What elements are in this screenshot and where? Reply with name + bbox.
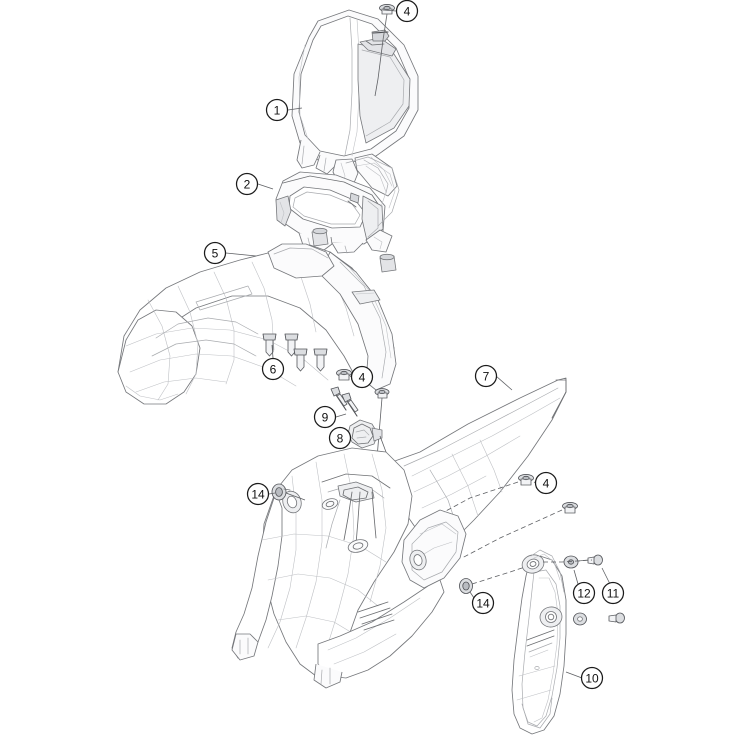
callout-2-headlight-mask[interactable]: 2 [235,172,259,196]
leader-1 [287,107,303,111]
callout-circle [328,426,352,450]
leader-12 [573,569,579,585]
fender-screw-4 [313,348,328,372]
part-bracket-clip[interactable] [347,419,383,449]
tail-screw-1 [330,386,348,411]
callout-circle [601,581,625,605]
fender-screw-2 [284,333,299,357]
callout-9-tail-screw-long[interactable]: 9 [313,405,337,429]
callout-10-side-panel[interactable]: 10 [580,666,604,690]
part-collar-nut-fender[interactable] [336,368,352,381]
callout-circle [534,471,558,495]
part-fender-screws[interactable] [262,333,328,372]
callout-circle [265,98,289,122]
fender-screw-1 [262,333,277,357]
callout-circle [572,581,596,605]
side-panel-hinge-arm [530,549,565,593]
leader-4-rear-2 [461,509,563,559]
part-headlight-mask[interactable] [275,171,393,254]
leader-11 [601,567,611,585]
leader-14-left [268,492,276,495]
callout-circle [235,172,259,196]
callout-5-front-fender[interactable]: 5 [203,241,227,265]
leader-2 [257,183,274,190]
callout-circle [580,666,604,690]
part-washer-2[interactable] [573,612,587,626]
part-front-number-plate[interactable] [291,9,419,197]
callout-circle [246,482,270,506]
callout-circle [313,405,337,429]
part-collar-nut-rear-2[interactable] [562,501,578,514]
callout-14-grommet-right[interactable]: 14 [471,591,495,615]
callout-7-rear-fender[interactable]: 7 [474,364,498,388]
callout-11-side-panel-screw[interactable]: 11 [601,581,625,605]
callout-circle [261,357,285,381]
leader-4-top [374,39,384,97]
leader-4-rear [443,481,519,513]
part-collar-nut-rear[interactable] [518,473,534,486]
leader-7 [495,375,513,391]
part-rear-fender[interactable] [231,377,567,689]
part-grommet-right[interactable] [459,578,473,594]
leader-6 [271,344,274,359]
tail-screw-2 [341,392,359,417]
leader-10 [565,671,583,679]
callout-circle [203,241,227,265]
callout-4-collar-nut-rear[interactable]: 4 [534,471,558,495]
callout-12-washer[interactable]: 12 [572,581,596,605]
leader-5 [225,252,257,257]
leader-9 [335,413,347,418]
leader-4-top-callout [382,9,397,12]
callout-14-grommet-left[interactable]: 14 [246,482,270,506]
leader-14-left-target [285,492,306,501]
part-side-panel-screw-1[interactable] [577,554,603,566]
part-front-fender[interactable] [117,227,397,405]
part-collar-nut-center[interactable] [371,388,390,487]
part-side-panel-screw-2[interactable] [608,612,625,624]
part-grommet-left[interactable] [271,483,291,501]
part-side-panel[interactable] [511,552,567,735]
leader-side-panel-assembly [543,559,593,563]
leader-8-to-body [379,435,387,453]
callout-4-collar-nut-top[interactable]: 4 [395,0,419,23]
fender-screw-3 [293,348,308,372]
part-mask-rear-shell [345,156,400,227]
callout-8-bracket-clip[interactable]: 8 [328,426,352,450]
callout-6-fender-screws[interactable]: 6 [261,357,285,381]
leader-14-right [469,591,475,599]
part-washer-1[interactable] [563,555,579,569]
callout-circle [471,591,495,615]
callout-circle [474,364,498,388]
callout-circle [395,0,419,23]
part-tail-screws[interactable] [330,386,359,417]
leader-14-right-target [471,565,529,585]
callout-1-front-number-plate[interactable]: 1 [265,98,289,122]
callout-4-collar-nut-fender[interactable]: 4 [350,365,374,389]
callout-circle [350,365,374,389]
